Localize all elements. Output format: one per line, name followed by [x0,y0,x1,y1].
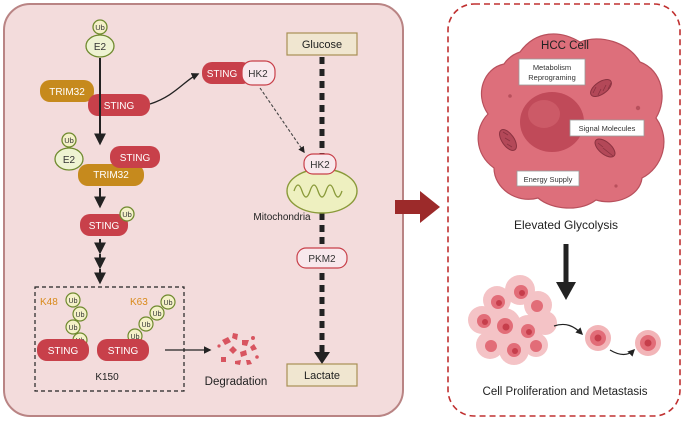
ub-label: Ub [142,322,151,329]
k63-label: K63 [130,297,148,308]
degradation-fragments [217,333,259,365]
ub-label: Ub [164,300,173,307]
sting-hk2-complex: STING HK2 [202,60,276,86]
e2-label: E2 [94,42,107,53]
ub-label: Ub [64,136,74,145]
k48-label: K48 [40,297,58,308]
ub-label: Ub [69,325,78,332]
arrow-migration-1 [553,323,584,336]
lactate-label: Lactate [304,370,340,382]
arrow-migration-2 [609,348,636,357]
trim32-label: TRIM32 [49,87,85,98]
migrating-cell-2 [635,330,661,356]
hcc-title: HCC Cell [541,40,589,52]
ub-label: Ub [153,311,162,318]
migrating-cell-1 [585,325,611,351]
ub-label: Ub [69,298,78,305]
arrow-sting-to-hk2 [149,73,200,105]
signal-molecules-label: Signal Molecules [569,119,645,137]
hk2-label: HK2 [248,69,268,80]
degradation-label: Degradation [205,376,268,388]
energy-supply-label: Energy Supply [516,170,580,187]
pkm2-label: PKM2 [308,254,336,265]
k150-label: K150 [95,372,119,383]
hk2-mitochondria-node: HK2 [303,153,337,175]
metabolism-line-2: Reprograming [528,73,576,82]
e2-top: E2 [85,34,115,58]
glucose-box: Glucose [286,32,358,56]
sting-k63-node: STING [97,339,149,361]
mitochondria [286,168,358,214]
ub-label: Ub [76,312,85,319]
trim32-node: TRIM32 [40,80,94,102]
glycolysis-down-arrowhead [556,282,576,300]
hk2-label: HK2 [310,160,330,171]
sting-label: STING [120,153,151,164]
sting-k48-node: STING [37,339,89,361]
energy-supply-text: Energy Supply [524,175,573,184]
metabolism-reprogramming-label: Metabolism Reprograming [518,58,586,86]
ubiquitin-top: Ub [92,19,108,35]
ub-label: Ub [95,23,105,32]
sting-label: STING [89,221,120,232]
glucose-label: Glucose [302,39,342,51]
lactate-box: Lactate [286,363,358,387]
e2-label: E2 [63,155,76,166]
sting-label: STING [104,101,135,112]
arrow-hk2-translocation [259,87,305,154]
sting-ub-node: STING Ub [80,206,135,236]
metabolism-line-1: Metabolism [533,63,571,72]
trim32-label: TRIM32 [93,170,129,181]
transition-arrow [395,191,440,223]
ub-label: Ub [131,334,140,341]
sting-label: STING [48,346,79,357]
sting-label: STING [207,69,238,80]
tumor-cluster [468,275,557,365]
proliferation-label: Cell Proliferation and Metastasis [483,386,648,398]
ubiquitination-complex: TRIM32 Ub E2 STING [54,132,160,186]
mitochondria-label: Mitochondria [253,212,311,223]
sting-label: STING [108,346,139,357]
ub-label: Ub [122,210,132,219]
signal-molecules-text: Signal Molecules [579,124,636,133]
elevated-glycolysis-label: Elevated Glycolysis [514,218,618,232]
pkm2-node: PKM2 [296,247,348,269]
glycolysis-arrowhead [314,352,330,364]
sting-free-node: STING [88,94,150,116]
